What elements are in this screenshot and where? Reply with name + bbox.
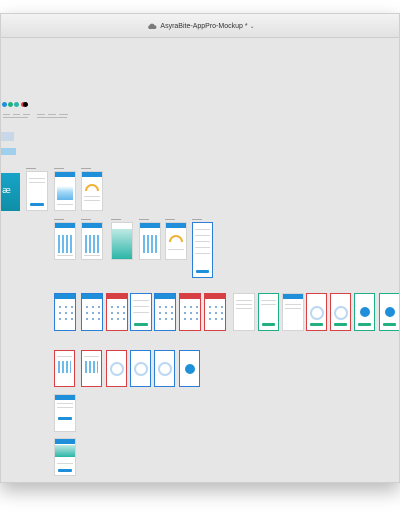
type-specimen [48,114,56,115]
artboard[interactable] [54,171,76,211]
artboard[interactable] [26,171,48,211]
type-specimen [37,114,45,115]
document-title[interactable]: AsyraBite-AppPro-Mockup * ⌄ [1,14,399,38]
artboard-label [54,168,64,169]
palette-swatch-green[interactable] [8,102,13,107]
app-logo: æ [2,186,11,196]
artboard[interactable] [54,394,76,432]
chevron-down-icon[interactable]: ⌄ [249,23,255,30]
type-specimen [59,114,68,115]
artboard[interactable] [165,222,187,260]
artboard-selected[interactable] [192,222,213,278]
artboard[interactable] [154,293,176,331]
artboard[interactable] [179,293,201,331]
artboard[interactable] [139,222,161,260]
type-specimen [3,114,10,115]
artboard[interactable] [54,293,76,331]
artboard-label [165,219,175,220]
type-specimen [13,114,20,115]
component-block[interactable] [1,132,14,141]
artboard[interactable] [306,293,327,331]
splash-artboard[interactable]: æ [1,173,20,211]
artboard-label [139,219,149,220]
artboard[interactable] [379,293,399,331]
artboard[interactable] [81,171,103,211]
artboard[interactable] [204,293,226,331]
artboard[interactable] [81,293,103,331]
artboard-label [54,219,64,220]
design-canvas[interactable]: æ [1,38,399,482]
artboard[interactable] [130,350,151,387]
app-window: AsyraBite-AppPro-Mockup * ⌄ æ [0,13,400,483]
artboard-label [81,168,91,169]
artboard[interactable] [54,222,76,260]
artboard[interactable] [106,293,128,331]
artboard[interactable] [54,438,76,476]
artboard[interactable] [233,293,255,331]
artboard[interactable] [282,293,304,331]
type-specimen [3,117,28,118]
component-block[interactable] [1,148,16,155]
palette-swatch-black[interactable] [23,102,28,107]
artboard[interactable] [258,293,279,331]
artboard[interactable] [130,293,152,331]
artboard-label [81,219,91,220]
artboard[interactable] [111,222,133,260]
title-bar: AsyraBite-AppPro-Mockup * ⌄ [1,14,399,38]
type-specimen [23,114,30,115]
artboard-label [192,219,202,220]
palette-swatch-blue[interactable] [2,102,7,107]
artboard[interactable] [81,222,103,260]
artboard-label [111,219,121,220]
artboard[interactable] [154,350,175,387]
artboard[interactable] [54,350,75,387]
artboard[interactable] [106,350,127,387]
artboard-label [26,168,36,169]
palette-swatch-teal[interactable] [14,102,19,107]
artboard[interactable] [81,350,102,387]
document-title-text: AsyraBite-AppPro-Mockup * [160,22,248,30]
artboard[interactable] [179,350,200,387]
type-specimen [37,117,67,118]
artboard[interactable] [354,293,375,331]
cloud-icon [148,23,157,29]
artboard[interactable] [330,293,351,331]
